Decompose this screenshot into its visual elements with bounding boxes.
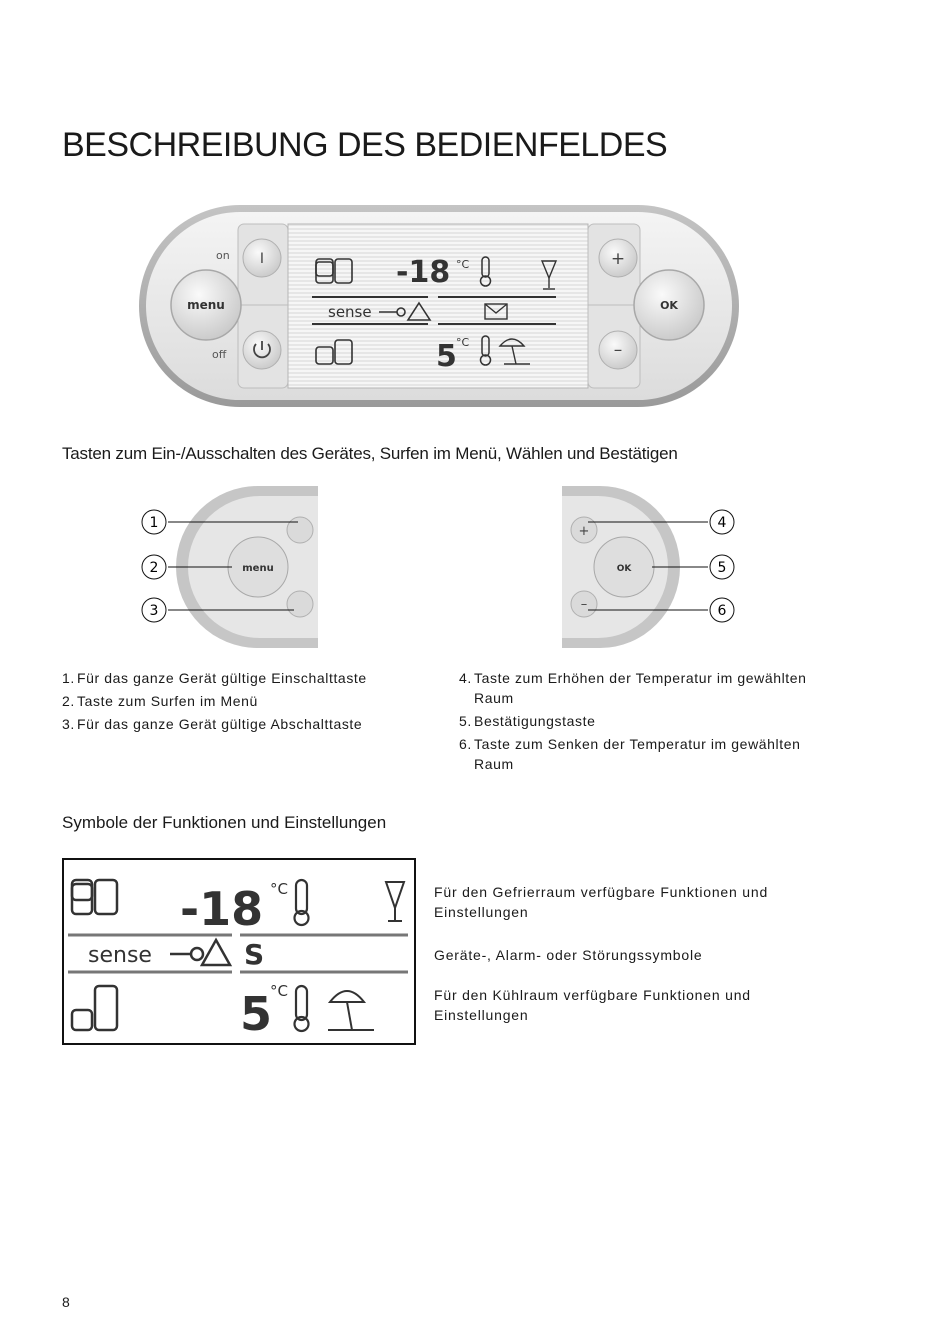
callout-5: 5 xyxy=(709,554,735,580)
fridge-degree-unit: °C xyxy=(456,336,470,349)
list-item: 3.Für das ganze Gerät gültige Abschaltta… xyxy=(62,716,363,732)
callout-3: 3 xyxy=(141,597,167,623)
callout-2: 2 xyxy=(141,554,167,580)
svg-text:+: + xyxy=(579,524,590,539)
minus-button[interactable]: – xyxy=(598,330,638,370)
svg-text:–: – xyxy=(614,340,623,360)
left-buttons-list: 1.Für das ganze Gerät gültige Einschaltt… xyxy=(62,668,442,737)
power-icon xyxy=(253,341,271,359)
svg-text:2: 2 xyxy=(150,560,159,576)
freezer-compartment-icon xyxy=(70,878,119,916)
fridge-temperature: 5 xyxy=(436,339,457,374)
page-title: BESCHREIBUNG DES BEDIENFELDES xyxy=(62,126,668,164)
power-on-button[interactable]: I xyxy=(242,238,282,278)
freezer-temperature: -18 xyxy=(396,255,450,290)
plus-button[interactable]: + xyxy=(598,238,638,278)
svg-text:OK: OK xyxy=(660,299,678,312)
holiday-icon xyxy=(498,338,530,365)
list-item: 4.Taste zum Erhöhen der Temperatur im ge… xyxy=(459,670,807,706)
off-label: off xyxy=(212,348,227,361)
fridge-compartment-icon xyxy=(70,984,119,1032)
svg-text:5: 5 xyxy=(718,560,727,576)
right-buttons-list: 4.Taste zum Erhöhen der Temperatur im ge… xyxy=(459,668,839,777)
list-item: 2.Taste zum Surfen im Menü xyxy=(62,693,258,709)
freezer-compartment-icon xyxy=(315,258,353,284)
holiday-icon xyxy=(327,990,374,1031)
svg-text:I: I xyxy=(260,251,264,267)
svg-text:1: 1 xyxy=(150,515,159,531)
sense-symbol: sense xyxy=(88,943,152,968)
svg-text:4: 4 xyxy=(718,515,727,531)
right-buttons-detail: + OK – 4 5 6 xyxy=(562,486,735,648)
list-item: 5.Bestätigungstaste xyxy=(459,713,596,729)
alarm-symbols-description: Geräte-, Alarm- oder Störungssymbole xyxy=(434,947,703,963)
callout-6: 6 xyxy=(709,597,735,623)
svg-text:6: 6 xyxy=(718,603,727,619)
ok-button[interactable]: OK xyxy=(633,269,705,341)
key-icon xyxy=(170,946,205,962)
sound-symbol: S xyxy=(244,938,264,971)
fridge-functions-description: Für den Kühlraum verfügbare Funktionen u… xyxy=(434,987,751,1023)
svg-text:–: – xyxy=(581,597,588,612)
page-number: 8 xyxy=(62,1294,70,1310)
key-icon xyxy=(379,307,406,317)
sense-symbol: sense xyxy=(328,303,372,321)
thermometer-icon xyxy=(293,878,310,927)
warning-icon xyxy=(199,937,233,967)
callout-1: 1 xyxy=(141,509,167,535)
list-item: 1.Für das ganze Gerät gültige Einschaltt… xyxy=(62,670,367,686)
freezer-degree-unit: °C xyxy=(270,880,288,898)
svg-text:menu: menu xyxy=(242,563,273,574)
champagne-glass-icon xyxy=(540,260,558,290)
fridge-compartment-icon xyxy=(315,339,353,365)
svg-text:+: + xyxy=(611,249,625,269)
menu-button[interactable]: menu xyxy=(170,269,242,341)
fridge-temperature: 5 xyxy=(240,987,272,1041)
symbols-section-heading: Symbole der Funktionen und Einstellungen xyxy=(62,813,387,832)
buttons-section-heading: Tasten zum Ein-/Ausschalten des Gerätes,… xyxy=(62,444,678,463)
svg-text:3: 3 xyxy=(150,603,159,619)
freezer-degree-unit: °C xyxy=(456,258,470,271)
control-panel-illustration: on off I menu + OK – -18 °C xyxy=(139,205,739,407)
on-label: on xyxy=(216,249,230,262)
left-buttons-detail: menu 1 2 3 xyxy=(141,486,318,648)
freezer-temperature: -18 xyxy=(180,882,263,936)
mail-icon xyxy=(484,303,508,320)
symbols-display-box: -18 °C sense S 5 °C xyxy=(62,858,416,1045)
warning-icon xyxy=(406,301,432,321)
thermometer-icon xyxy=(479,256,492,287)
thermometer-icon xyxy=(293,984,310,1033)
list-item: 6.Taste zum Senken der Temperatur im gew… xyxy=(459,736,801,772)
champagne-glass-icon xyxy=(384,881,406,922)
fridge-degree-unit: °C xyxy=(270,982,288,1000)
callout-4: 4 xyxy=(709,509,735,535)
power-off-button[interactable] xyxy=(242,330,282,370)
freezer-functions-description: Für den Gefrierraum verfügbare Funktione… xyxy=(434,884,769,920)
svg-text:OK: OK xyxy=(617,564,633,574)
thermometer-icon xyxy=(479,335,492,366)
svg-text:menu: menu xyxy=(187,298,225,312)
